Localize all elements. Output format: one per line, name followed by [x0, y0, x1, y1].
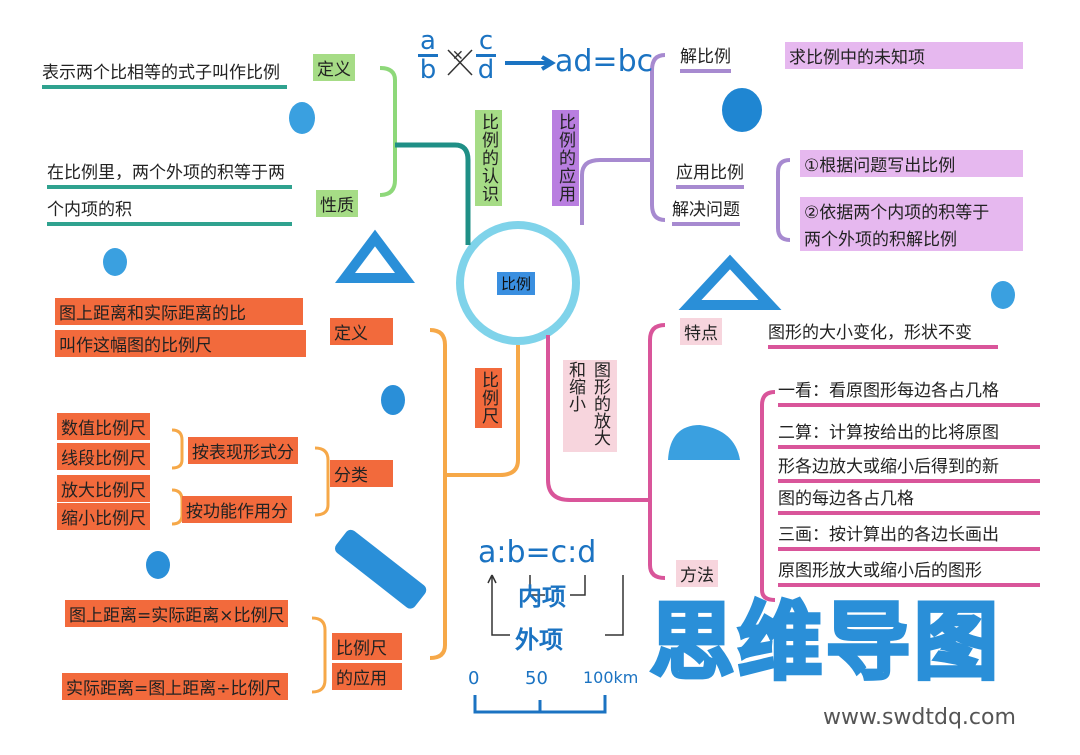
orange-branch [445, 345, 520, 477]
feature-tag: 特点 [680, 318, 722, 345]
fraction-bar [476, 54, 496, 57]
classify-by-function-tag: 按功能作用分 [182, 496, 292, 523]
orange-sub-bracket [314, 446, 330, 517]
classify-by-form-tag: 按表现形式分 [188, 437, 298, 464]
scale-tick-100km: 100km [583, 668, 639, 687]
triangle-decoration [678, 254, 782, 310]
property-text-line1: 在比例里，两个外项的积等于两 [47, 158, 292, 189]
usage-formula-2: 实际距离=图上距离÷比例尺 [62, 673, 288, 700]
classification-tag: 分类 [330, 460, 393, 487]
cross-multiply-mark: ✕ [452, 48, 464, 64]
formula-d: d [477, 55, 495, 85]
method-line-6: 原图形放大或缩小后的图形 [778, 556, 1040, 587]
usage-formula-1: 图上距离=实际距离×比例尺 [65, 600, 288, 627]
blob-decoration [722, 88, 762, 132]
scale-type-reduce: 缩小比例尺 [57, 503, 150, 530]
definition-tag: 定义 [313, 54, 355, 81]
outer-terms-arrow [605, 575, 624, 636]
fraction-bar [418, 54, 438, 57]
purple-branch [580, 158, 650, 225]
formula-result: ad=bc [555, 44, 654, 79]
watermark: www.swdtdq.com [823, 705, 1016, 732]
orange-sub-bracket [171, 428, 184, 470]
formula-a: a [420, 26, 436, 56]
scale-definition-tag: 定义 [330, 318, 393, 345]
orange-sub-bracket [311, 616, 327, 694]
usage-tag-line2: 的应用 [332, 663, 402, 690]
blob-decoration [381, 385, 405, 415]
branch-label-scale: 比例尺 [475, 368, 502, 428]
scale-type-numeric: 数值比例尺 [57, 413, 150, 440]
branch-label-recognition: 比例的认识 [475, 110, 502, 206]
purple-sub-bracket [776, 158, 791, 242]
bar-decoration [335, 529, 427, 609]
orange-bracket [429, 328, 447, 660]
solve-text: 求比例中的未知项 [785, 42, 1023, 69]
cross-line [447, 49, 473, 76]
problems-tag-line2: 解决问题 [672, 195, 740, 226]
center-topic: 比例 [497, 272, 536, 295]
method-line-2: 二算：计算按给出的比将原图 [778, 418, 1040, 449]
property-tag: 性质 [316, 190, 358, 217]
outer-terms-label: 外项 [515, 626, 563, 654]
inner-terms-arrow [529, 575, 586, 596]
definition-text: 表示两个比相等的式子叫作比例 [42, 58, 287, 89]
pink-branch [546, 335, 648, 502]
scale-type-enlarge: 放大比例尺 [57, 475, 150, 502]
semicircle-decoration [668, 425, 740, 460]
problem-step-1: ①根据问题写出比例 [800, 150, 1023, 177]
scale-bar [473, 695, 607, 714]
page-title: 思维导图 [648, 593, 1003, 691]
scale-tick-0: 0 [468, 668, 480, 689]
method-line-3: 形各边放大或缩小后得到的新 [778, 452, 1040, 483]
method-line-4: 图的每边各占几格 [778, 484, 1040, 515]
blob-decoration [991, 281, 1015, 309]
scale-definition-line1: 图上距离和实际距离的比 [55, 298, 303, 325]
triangle-decoration [335, 229, 415, 283]
formula-c: c [478, 26, 494, 56]
blob-decoration [289, 102, 315, 134]
inner-terms-label: 内项 [518, 583, 566, 611]
formula-b: b [419, 55, 437, 85]
orange-sub-bracket [171, 488, 184, 526]
method-tag: 方法 [676, 560, 718, 587]
method-line-1: 一看：看原图形每边各占几格 [778, 376, 1040, 407]
blob-decoration [103, 248, 127, 276]
formula-fraction-cd: c d [476, 28, 496, 83]
problem-step-2-line2: 两个外项的积解比例 [800, 224, 1023, 251]
pink-bracket [648, 323, 666, 580]
formula-fraction-ab: a b [418, 28, 438, 83]
arrow-right-icon [505, 55, 556, 71]
solve-tag: 解比例 [680, 42, 731, 73]
scale-definition-line2: 叫作这幅图的比例尺 [55, 330, 306, 357]
purple-bracket [650, 53, 666, 222]
usage-tag-line1: 比例尺 [332, 633, 402, 660]
scale-type-line: 线段比例尺 [57, 443, 150, 470]
branch-label-resize: 图形的放大和缩小 [563, 360, 617, 452]
proportion-expression: a:b=c:d [478, 535, 597, 570]
branch-label-application: 比例的应用 [552, 110, 579, 206]
feature-text: 图形的大小变化，形状不变 [768, 318, 998, 349]
problem-step-2-line1: ②依据两个内项的积等于 [800, 197, 1023, 224]
blob-decoration [146, 551, 170, 579]
green-bracket [379, 66, 397, 197]
problems-tag-line1: 应用比例 [676, 158, 744, 189]
method-line-5: 三画：按计算出的各边长画出 [778, 520, 1040, 551]
green-branch [395, 142, 471, 245]
scale-tick-50: 50 [525, 668, 548, 689]
outer-terms-arrow [487, 574, 510, 636]
property-text-line2: 个内项的积 [47, 195, 292, 226]
pink-sub-bracket [760, 390, 776, 602]
